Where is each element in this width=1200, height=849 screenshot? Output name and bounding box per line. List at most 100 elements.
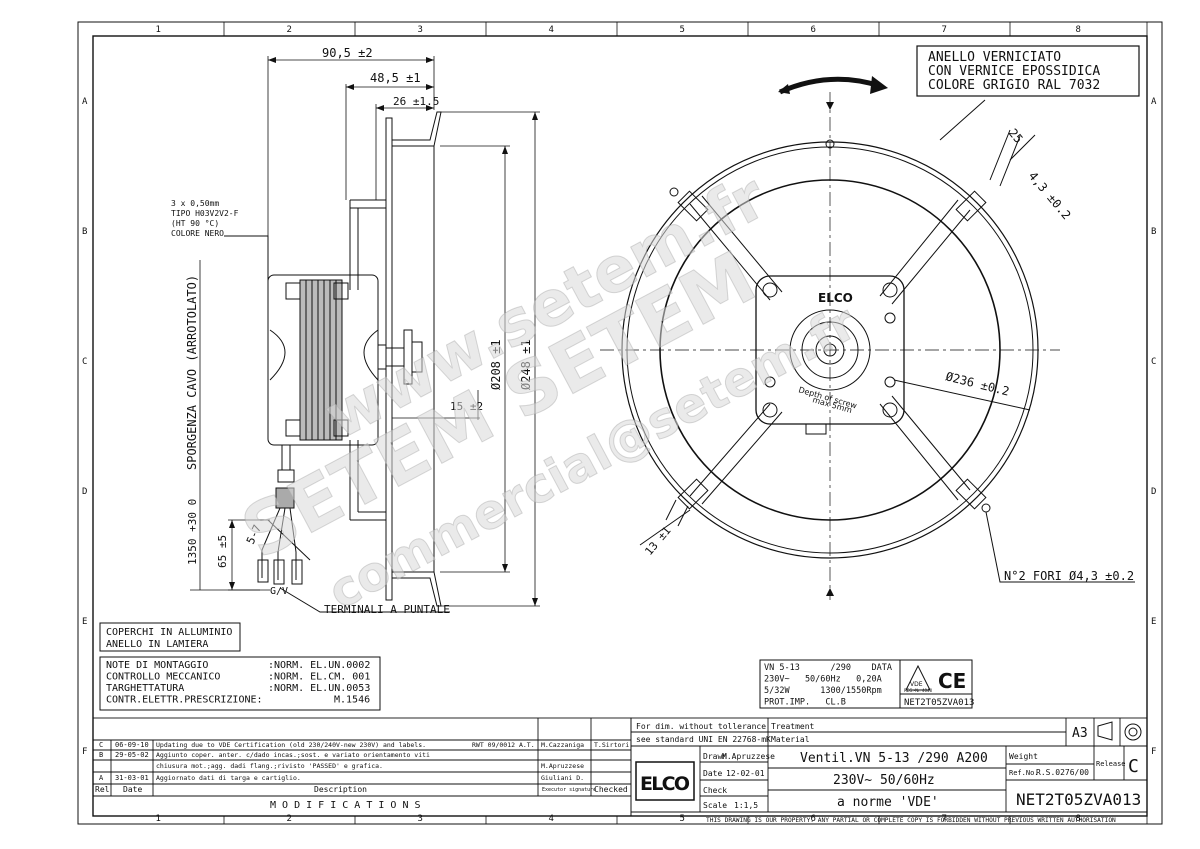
ref-value: R.S.0276/00 xyxy=(1036,768,1089,777)
cable-spec-1: 3 x 0,50mm xyxy=(171,199,219,208)
grid-row-label-right: C xyxy=(1151,357,1156,367)
plate-line: PROT.IMP. CL.B xyxy=(764,698,846,708)
grid-col-label-bottom: 7 xyxy=(942,814,947,824)
dim-arrows xyxy=(229,57,538,606)
norm-label: CONTR.ELETTR.PRESCRIZIONE: xyxy=(106,695,263,706)
grid-row-label-right: F xyxy=(1151,747,1156,757)
scale-label: Scale xyxy=(703,801,727,810)
mod-desc: Aggiornato dati di targa e cartiglio. xyxy=(156,774,301,782)
norms-list: NOTE DI MONTAGGIO :NORM. EL.UN.0002CONTRO… xyxy=(106,660,370,706)
outer-frame xyxy=(77,21,1163,825)
rating-plate xyxy=(759,659,973,709)
grid-col-label-bottom: 8 xyxy=(1076,814,1081,824)
paint-note-2: CON VERNICE EPOSSIDICA xyxy=(928,64,1100,79)
cable-length-note: SPORGENZA CAVO (ARROTOLATO) xyxy=(185,275,199,470)
vde-reg: REG.-Nr. 4040 xyxy=(904,688,933,693)
sheet-size: A3 xyxy=(1072,726,1088,741)
grid-col-label-top: 4 xyxy=(549,25,554,35)
mod-desc: chiusura mot.;agg. dadi flang.;rivisto '… xyxy=(156,762,383,770)
grid-col-label-top: 8 xyxy=(1076,25,1081,35)
dim-15: 15 ±2 xyxy=(450,400,483,413)
mod-rel: A xyxy=(99,774,104,782)
grid-col-label-top: 1 xyxy=(156,25,161,35)
mods-header-desc: Description xyxy=(314,785,367,794)
dim-65: 65 ±5 xyxy=(216,535,229,568)
cable-spec-4: COLORE NERO xyxy=(171,229,224,238)
cable-spec-3: (HT 90 °C) xyxy=(171,219,219,228)
grid-col-label-top: 6 xyxy=(811,25,816,35)
plate-logo: ELCO xyxy=(818,291,853,305)
date-value: 12-02-01 xyxy=(726,769,765,778)
title-line-3: a norme 'VDE' xyxy=(837,795,939,810)
terminals-label: TERMINALI A PUNTALE xyxy=(324,603,450,616)
grid-row-label-left: F xyxy=(82,747,87,757)
norm-value: M.1546 xyxy=(334,695,370,706)
grid-row-label-left: B xyxy=(82,227,87,237)
mod-date: 31-03-01 xyxy=(115,774,149,782)
grid-row-label-left: E xyxy=(82,617,87,627)
plate-code: NET2T05ZVA013 xyxy=(904,698,974,708)
release-label: Release xyxy=(1096,760,1126,768)
mods-title: M O D I F I C A T I O N S xyxy=(270,800,421,811)
paint-note-1: ANELLO VERNICIATO xyxy=(928,50,1061,65)
mods-header-rel: Rel xyxy=(95,785,110,794)
norm-label: NOTE DI MONTAGGIO xyxy=(106,660,208,671)
mods-header-exec: Executor signature xyxy=(542,787,596,793)
paint-note: ANELLO VERNICIATO CON VERNICE EPOSSIDICA… xyxy=(916,45,1140,97)
drawing-code: NET2T05ZVA013 xyxy=(1016,790,1141,809)
grid-col-label-top: 7 xyxy=(942,25,947,35)
drawn-label: Drawn xyxy=(703,752,727,761)
covers-note-1: COPERCHI IN ALLUMINIO xyxy=(106,627,232,638)
ref-label: Ref.No. xyxy=(1009,769,1039,777)
covers-note-box xyxy=(99,622,241,652)
dim-90-5: 90,5 ±2 xyxy=(322,46,373,60)
grid-col-label-bottom: 5 xyxy=(680,814,685,824)
grid-col-label-bottom: 4 xyxy=(549,814,554,824)
grid-row-label-right: E xyxy=(1151,617,1156,627)
tolerance-1: For dim. without tollerance xyxy=(636,722,766,731)
vde-label: VDE xyxy=(910,681,923,688)
mod-desc: Aggiunto coper. anter. c/dado incas.;sos… xyxy=(156,751,430,759)
grid-row-label-left: A xyxy=(82,97,88,107)
grid-row-label-left: D xyxy=(82,487,87,497)
plate-line: VN 5-13 /290 DATA xyxy=(764,663,892,673)
mods-header-date: Date xyxy=(123,785,142,794)
dim-248: Ø248 ±1 xyxy=(519,339,533,390)
dim-208: Ø208 ±1 xyxy=(489,339,503,390)
weight-label: Weight xyxy=(1009,752,1038,761)
mod-exec: M.Apruzzese xyxy=(541,762,584,770)
ce-mark: CE xyxy=(938,669,966,693)
grid-col-label-bottom: 3 xyxy=(418,814,423,824)
wire-color-label: G/V xyxy=(270,586,288,597)
dim-13: 13 ±1 xyxy=(642,524,673,558)
cable-spec-2: TIPO H03V2V2-F xyxy=(171,209,239,218)
norm-label: CONTROLLO MECCANICO xyxy=(106,672,220,683)
grid-col-label-bottom: 6 xyxy=(811,814,816,824)
elco-logo-box xyxy=(635,761,695,801)
holes-note: N°2 FORI Ø4,3 ±0.2 xyxy=(1004,569,1134,583)
grid-row-label-right: B xyxy=(1151,227,1156,237)
grid-col-label-top: 3 xyxy=(418,25,423,35)
projection-symbol-icon xyxy=(1097,721,1142,741)
dim-48-5: 48,5 ±1 xyxy=(370,71,421,85)
grid-col-label-bottom: 1 xyxy=(156,814,161,824)
mod-date: 29-05-02 xyxy=(115,751,149,759)
plate-line: 5/32W 1300/1550Rpm xyxy=(764,686,882,696)
release-value: C xyxy=(1128,756,1139,777)
grid-row-label-right: A xyxy=(1151,97,1157,107)
covers-note-2: ANELLO IN LAMIERA xyxy=(106,639,208,650)
treatment-label: Treatment xyxy=(771,722,815,731)
drawn-value: M.Apruzzese xyxy=(722,752,775,761)
mod-date: 06-09-10 xyxy=(115,741,149,749)
elco-logo: ELCO xyxy=(640,773,690,795)
tolerance-2: see standard UNI EN 22768-mK xyxy=(636,735,771,744)
mod-rel: B xyxy=(99,751,103,759)
norm-value: :NORM. EL.CM. 001 xyxy=(268,672,370,683)
mod-exec: M.Cazzaniga xyxy=(541,741,584,749)
norm-value: :NORM. EL.UN.0002 xyxy=(268,660,370,671)
